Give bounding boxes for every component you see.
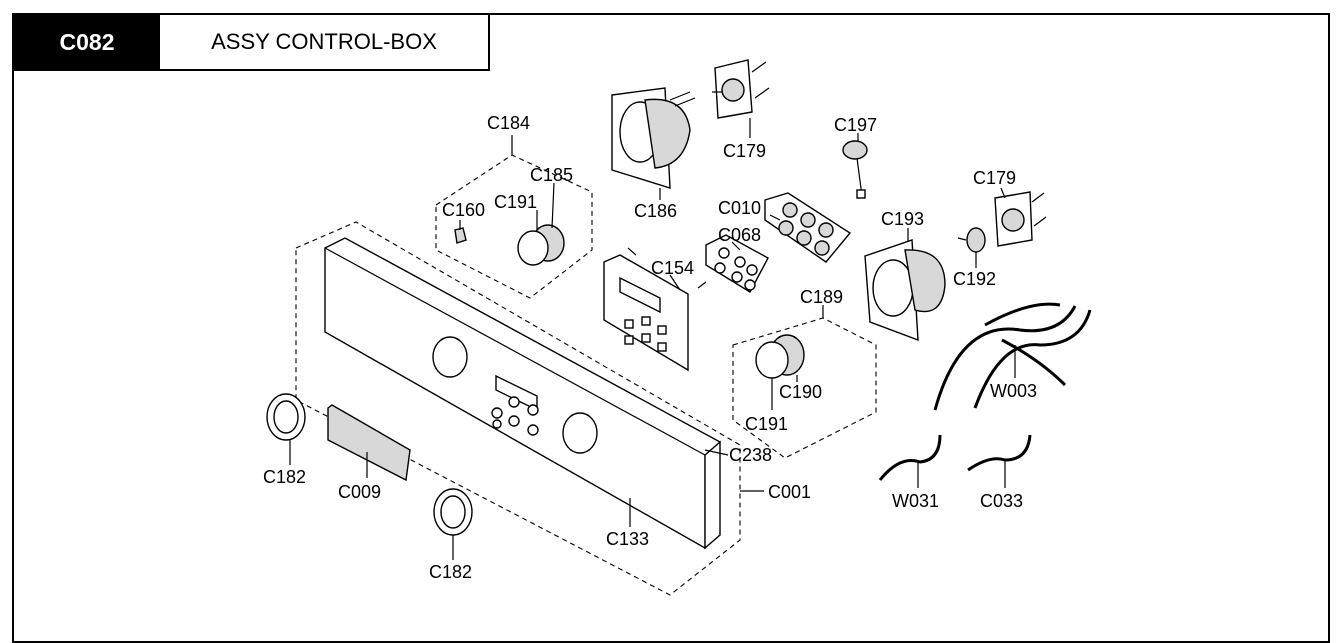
label-c179-upper: C179 [723,141,766,161]
label-c190: C190 [779,382,822,402]
label-c182-lower: C182 [429,562,472,582]
c179-upper-part [712,59,770,119]
label-c185: C185 [530,165,573,185]
leader-lines [289,118,1016,560]
c154-part [603,247,707,372]
label-c068: C068 [718,225,761,245]
c160-part [454,227,467,244]
c185-knob-part [517,224,565,266]
c190-knob-part [755,334,805,379]
label-c186: C186 [634,201,677,221]
label-c154: C154 [651,258,694,278]
w003-wires [933,302,1092,411]
label-c189: C189 [800,287,843,307]
label-c001: C001 [768,482,811,502]
label-c191-upper: C191 [494,192,537,212]
c186-part [611,87,696,189]
title-block: C082 ASSY CONTROL-BOX [12,13,490,71]
c193-part [864,239,946,342]
c068-part [705,234,769,293]
c192-part [957,227,986,253]
assembly-title: ASSY CONTROL-BOX [160,15,488,69]
label-c192: C192 [953,269,996,289]
label-c197: C197 [834,115,877,135]
c197-part [842,140,868,199]
label-c184: C184 [487,113,530,133]
c033-wire [967,434,1032,472]
c179-right-part [994,191,1047,247]
label-c160: C160 [442,200,485,220]
assembly-code: C082 [14,15,160,69]
label-c193: C193 [881,209,924,229]
label-w031: W031 [892,491,939,511]
label-c009: C009 [338,482,381,502]
c009-part [327,404,411,482]
label-c133: C133 [606,529,649,549]
label-c191-lower: C191 [745,414,788,434]
label-c238: C238 [729,445,772,465]
c182-ring-upper [266,393,306,441]
label-c179-right: C179 [973,168,1016,188]
group-outline-c001 [295,221,741,596]
label-c010: C010 [718,198,761,218]
label-c033: C033 [980,491,1023,511]
c182-ring-lower [433,488,473,536]
w031-wire [878,434,942,481]
label-w003: W003 [990,381,1037,401]
c010-part [764,192,852,263]
label-c182-upper: C182 [263,467,306,487]
front-panel-part [324,237,721,550]
